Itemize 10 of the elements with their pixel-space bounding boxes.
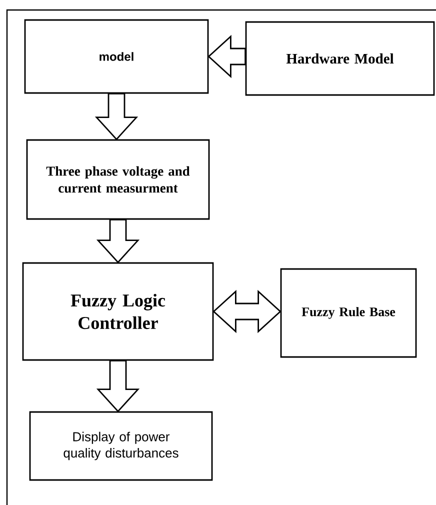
block-arrow <box>94 93 138 140</box>
process-box: Fuzzy Rule Base <box>280 268 417 358</box>
block-arrow <box>208 34 246 78</box>
block-arrow <box>96 360 140 412</box>
output-box: Display of power quality disturbances <box>29 411 213 481</box>
process-box: Three phase voltage and current measurment <box>26 139 210 220</box>
block-arrow <box>96 219 140 264</box>
process-box: Hardware Model <box>245 21 435 96</box>
process-box: Fuzzy Logic Controller <box>22 262 214 361</box>
process-box: model <box>24 19 209 94</box>
